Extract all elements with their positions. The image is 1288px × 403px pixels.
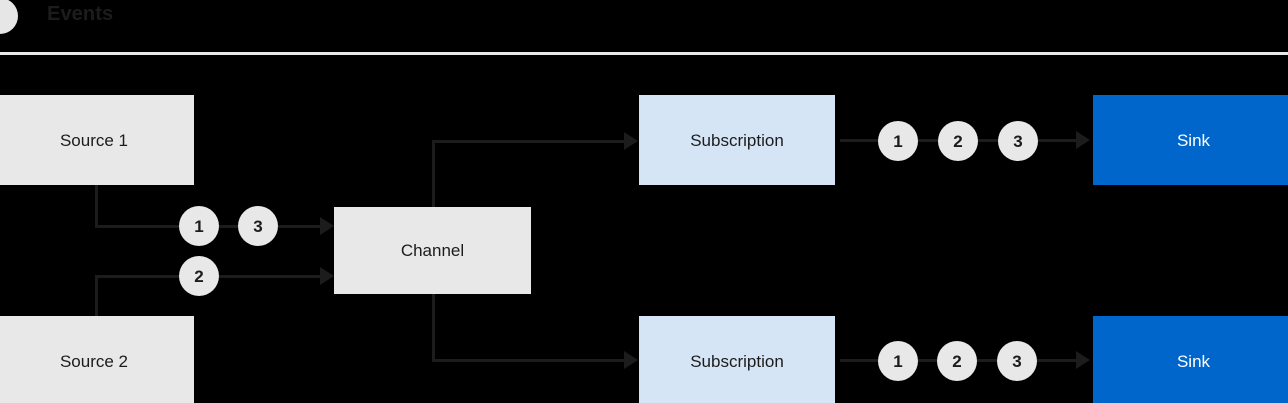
connector-channel-up-vertical xyxy=(432,140,435,208)
connector-source1-horizontal-c xyxy=(278,225,326,228)
arrowhead-channel-to-subscription-bottom xyxy=(624,351,638,369)
node-channel-label: Channel xyxy=(400,241,465,260)
connector-channel-up-horizontal xyxy=(432,140,630,143)
arrowhead-source2-to-channel xyxy=(320,267,334,285)
connector-source2-horizontal-b xyxy=(219,275,326,278)
connector-subscription-top-seg-d xyxy=(1038,139,1080,142)
connector-subscription-top-seg-a xyxy=(840,139,878,142)
connector-source1-vertical xyxy=(95,185,98,228)
event-token: 3 xyxy=(997,341,1037,381)
event-token: 1 xyxy=(878,121,918,161)
node-subscription-bottom[interactable]: Subscription xyxy=(639,316,835,403)
event-token: 2 xyxy=(937,341,977,381)
node-sink-top[interactable]: Sink xyxy=(1093,95,1288,185)
connector-subscription-bottom-seg-b xyxy=(918,359,938,362)
connector-channel-down-horizontal xyxy=(432,359,630,362)
connector-source2-horizontal-a xyxy=(95,275,199,278)
connector-subscription-top-seg-c xyxy=(978,139,998,142)
node-sink-bottom[interactable]: Sink xyxy=(1093,316,1288,403)
node-subscription-bottom-label: Subscription xyxy=(690,351,784,371)
arrowhead-subscription-top-to-sink xyxy=(1076,131,1090,149)
node-subscription-top[interactable]: Subscription xyxy=(639,95,835,185)
node-subscription-top-label: Subscription xyxy=(690,130,784,150)
node-sink-top-label: Sink xyxy=(1176,130,1211,150)
node-source-1-label: Source 1 xyxy=(59,130,129,150)
node-channel[interactable]: Channel xyxy=(334,207,531,294)
node-source-2-label: Source 2 xyxy=(59,351,129,371)
circle-icon xyxy=(0,0,18,34)
event-token: 3 xyxy=(998,121,1038,161)
event-token: 1 xyxy=(878,341,918,381)
connector-subscription-bottom-seg-c xyxy=(977,359,997,362)
connector-subscription-top-seg-b xyxy=(918,139,938,142)
event-token: 2 xyxy=(179,256,219,296)
connector-source2-vertical xyxy=(95,275,98,318)
connector-source1-horizontal-b xyxy=(219,225,238,228)
connector-source1-horizontal-a xyxy=(95,225,199,228)
node-source-2[interactable]: Source 2 xyxy=(0,316,194,403)
arrowhead-channel-to-subscription-top xyxy=(624,132,638,150)
arrowhead-subscription-bottom-to-sink xyxy=(1076,351,1090,369)
event-token: 2 xyxy=(938,121,978,161)
connector-subscription-bottom-seg-a xyxy=(840,359,878,362)
arrowhead-source1-to-channel xyxy=(320,217,334,235)
header-divider xyxy=(0,52,1288,55)
event-token: 3 xyxy=(238,206,278,246)
connector-subscription-bottom-seg-d xyxy=(1037,359,1080,362)
event-token: 1 xyxy=(179,206,219,246)
node-sink-bottom-label: Sink xyxy=(1176,351,1211,371)
page-title: Events xyxy=(47,3,114,25)
node-source-1[interactable]: Source 1 xyxy=(0,95,194,185)
connector-channel-down-vertical xyxy=(432,293,435,361)
